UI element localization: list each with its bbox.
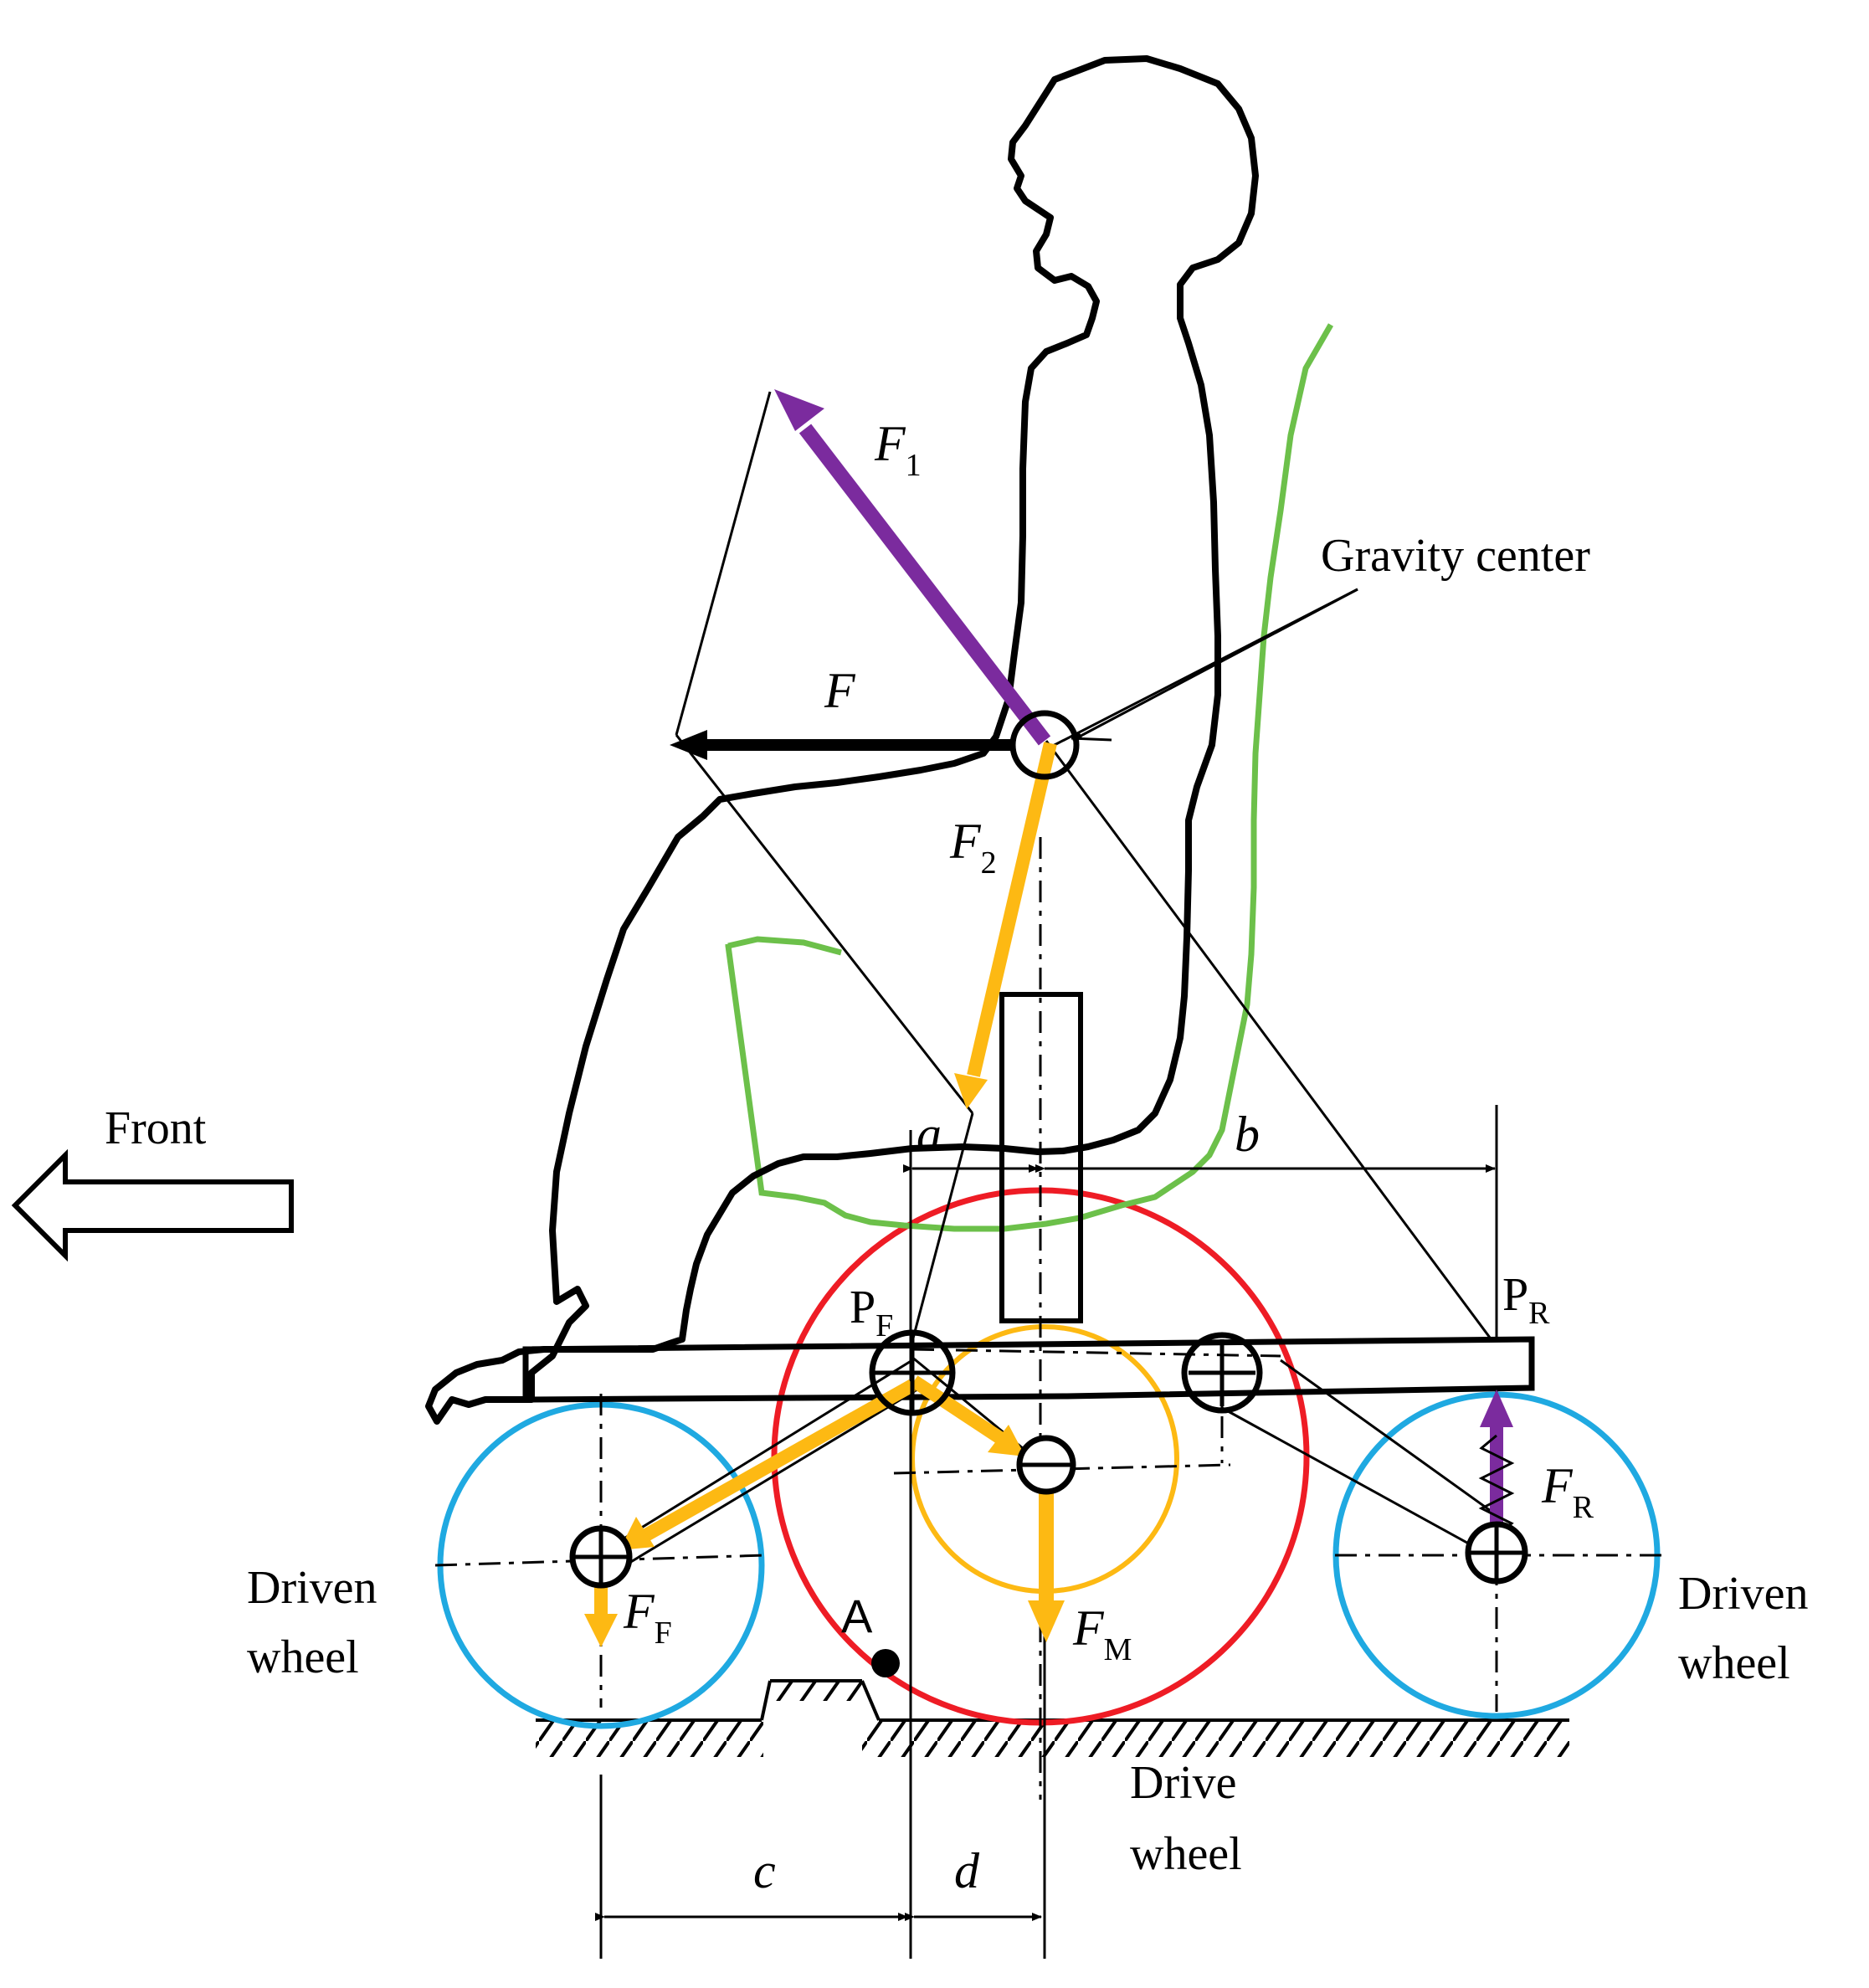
drive-wheel-label-1: Drive xyxy=(1130,1757,1237,1809)
force-ff-label: FF xyxy=(623,1584,672,1651)
force-f2-arrow xyxy=(967,742,1057,1077)
driven-wheel-right-label-1: Driven xyxy=(1678,1568,1809,1620)
gravity-center-leader xyxy=(1072,588,1358,742)
dimension-a-label: a xyxy=(917,1107,942,1162)
point-pr-label: PR xyxy=(1502,1269,1550,1331)
ground xyxy=(536,1679,1569,1757)
dimension-b-label: b xyxy=(1235,1107,1260,1162)
dimension-lines xyxy=(595,1105,1498,1959)
reaction-motor-arrow xyxy=(910,1375,1007,1446)
front-label: Front xyxy=(105,1102,207,1154)
driven-wheel-left-label-1: Driven xyxy=(247,1562,377,1614)
force-f-label: F xyxy=(824,663,856,718)
driven-wheel-left-label-2: wheel xyxy=(247,1631,359,1683)
gravity-center-marker xyxy=(1009,710,1080,780)
gravity-center-label: Gravity center xyxy=(1321,530,1590,582)
chassis-frame xyxy=(522,1336,1535,1403)
dimension-c-label: c xyxy=(753,1843,776,1898)
pivot-rear-frame xyxy=(1181,1332,1263,1414)
person-silhouette xyxy=(425,55,1259,1425)
point-pf-label: PF xyxy=(850,1282,893,1343)
driven-wheel-right-label-2: wheel xyxy=(1678,1637,1790,1689)
force-fm-label: FM xyxy=(1072,1600,1132,1667)
force-fr-label: FR xyxy=(1541,1458,1594,1525)
reaction-front-arrow xyxy=(641,1379,916,1542)
dimension-d-label: d xyxy=(954,1843,980,1898)
force-f1-label: F1 xyxy=(874,416,922,483)
force-f2-label: F2 xyxy=(949,814,997,881)
drive-wheel-label-2: wheel xyxy=(1130,1828,1242,1880)
point-a-label: A xyxy=(841,1590,873,1642)
backrest xyxy=(725,323,1334,1232)
force-f1-arrow xyxy=(798,424,1051,746)
construction-lines xyxy=(600,391,1497,1580)
point-a-marker xyxy=(871,1649,900,1677)
front-arrow-icon xyxy=(11,1148,294,1262)
